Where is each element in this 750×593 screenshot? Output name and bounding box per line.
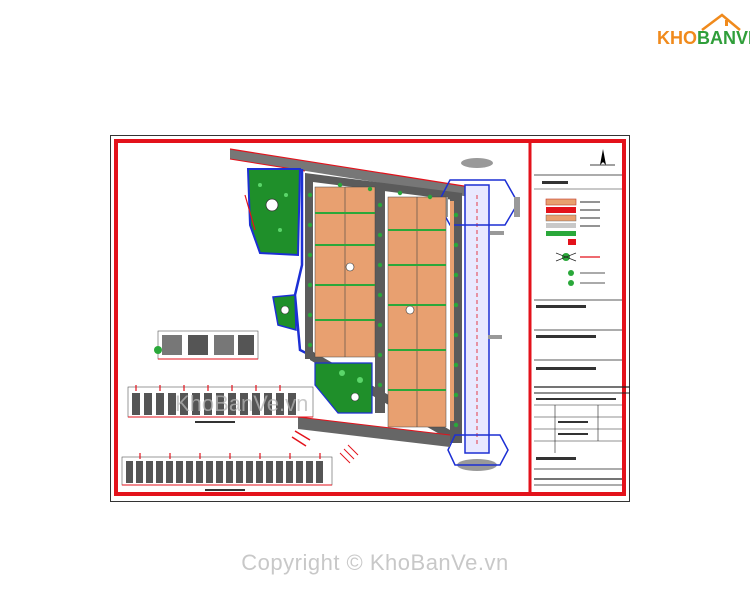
logo-wordmark: KHOBANVE [657,28,750,49]
north-arrow-icon [590,149,615,166]
site-plan [229,148,520,471]
house-roof-icon [701,13,741,31]
copyright-text: Copyright © KhoBanVe.vn [241,550,509,575]
khobanve-logo[interactable] [652,12,742,52]
site-plan-drawing: KhoBanVe.vn [110,135,658,502]
elevation-drawings [121,330,359,491]
title-block [534,149,658,486]
drawing-sheet: KhoBanVe.vn [110,135,658,502]
logo-text-part1: KHO [657,28,697,48]
drawing-watermark: KhoBanVe.vn [175,391,308,416]
logo-text-part2: BANVE [697,28,750,48]
